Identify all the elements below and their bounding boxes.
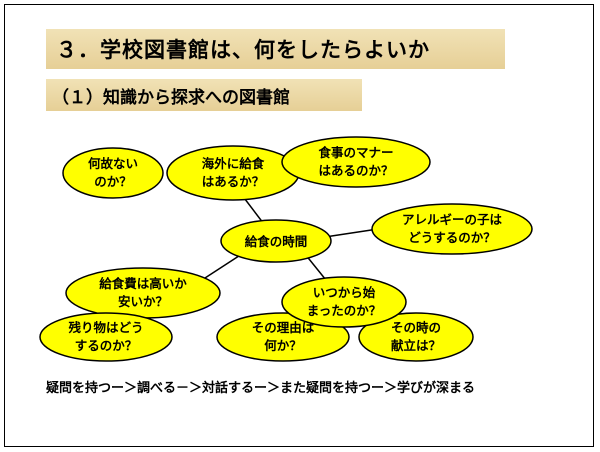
node-allergy-line-2: どうするのか？ (408, 230, 496, 245)
node-kaigai-line-2: はあるか？ (202, 174, 265, 189)
node-kaigai-line-1: 海外に給食 (202, 156, 265, 171)
node-kondate: その時の 献立は？ (358, 312, 474, 362)
learning-cycle-caption: 疑問を持つー＞調べる－＞対話するー＞また疑問を持つー＞学びが深まる (46, 381, 476, 396)
node-center: 給食の時間 (220, 219, 332, 263)
node-nanoyue: 何故ない のか？ (62, 147, 164, 199)
node-hiyou-line-2: 安いか？ (118, 294, 168, 309)
node-riyuu-line-1: その理由は (252, 320, 315, 335)
node-allergy-line-1: アレルギーの子は (402, 212, 503, 227)
node-manner-line-1: 食事のマナー (317, 145, 393, 160)
node-nokori: 残り物はどう するのか？ (39, 312, 173, 362)
node-allergy: アレルギーの子は どうするのか？ (371, 203, 533, 255)
node-hiyou-line-1: 給食費は高いか (99, 276, 187, 291)
slide-title: ３．学校図書館は、何をしたらよいか (56, 38, 430, 62)
node-center-label: 給食の時間 (245, 234, 308, 249)
node-itsukara-line-1: いつから始 (313, 285, 376, 300)
slide-subtitle: （１）知識から探求への図書館 (52, 87, 290, 108)
node-hiyou: 給食費は高いか 安いか？ (65, 267, 221, 319)
node-itsukara: いつから始 まったのか？ (281, 276, 407, 328)
node-nanoyue-line-2: のか？ (94, 174, 132, 189)
node-nokori-line-2: するのか？ (75, 338, 138, 353)
node-itsukara-line-2: まったのか？ (307, 303, 382, 318)
node-manner-line-2: はあるのか？ (318, 163, 393, 178)
node-nanoyue-line-1: 何故ない (88, 156, 138, 171)
connector-center-allergy (324, 228, 379, 238)
slide-title-banner: ３．学校図書館は、何をしたらよいか (46, 29, 505, 69)
node-kaigai: 海外に給食 はあるか？ (166, 145, 300, 201)
slide-subtitle-banner: （１）知識から探求への図書館 (46, 79, 362, 111)
node-manner: 食事のマナー はあるのか？ (281, 136, 431, 188)
node-kondate-line-2: 献立は？ (391, 338, 441, 353)
node-riyuu-line-2: 何か？ (264, 338, 302, 353)
node-kondate-line-1: その時の (391, 320, 441, 335)
node-nokori-line-1: 残り物はどう (68, 320, 143, 335)
